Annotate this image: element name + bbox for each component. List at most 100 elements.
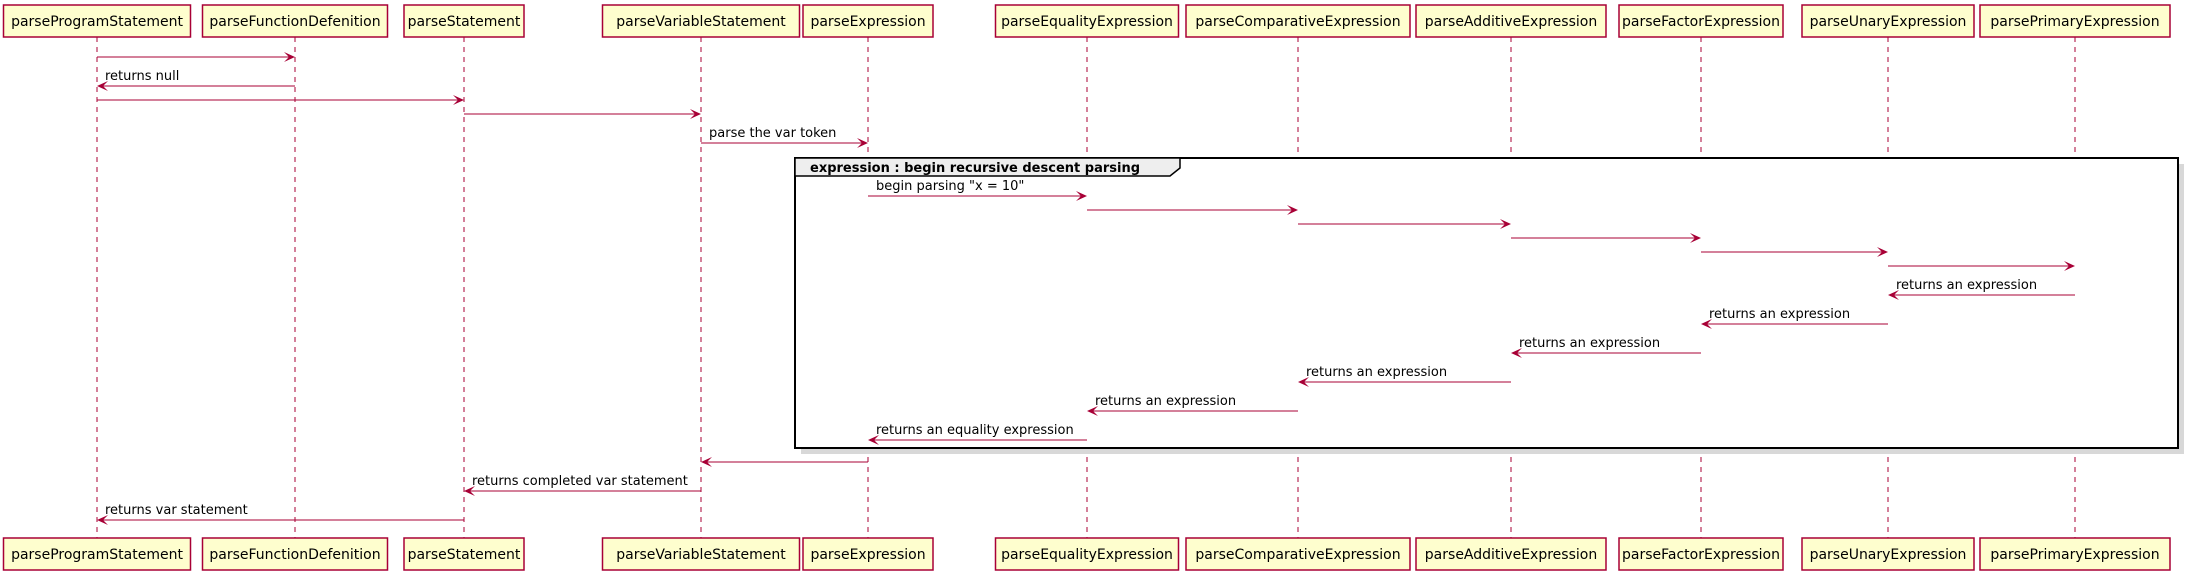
participant-top-parseComparativeExpression: parseComparativeExpression xyxy=(1185,4,1411,38)
participant-label: parseFunctionDefenition xyxy=(209,14,380,30)
message-arrow-head xyxy=(1511,348,1522,358)
participant-label: parseFunctionDefenition xyxy=(209,547,380,563)
participant-label: parseAdditiveExpression xyxy=(1425,14,1597,30)
message-label: returns an expression xyxy=(1519,336,1660,351)
message-arrow-head xyxy=(701,457,712,467)
participant-bottom-parseComparativeExpression: parseComparativeExpression xyxy=(1185,537,1411,571)
message-arrow-head xyxy=(1701,319,1712,329)
group-label-tab xyxy=(794,157,1181,177)
participant-box xyxy=(601,537,801,571)
message-7 xyxy=(1298,219,1511,229)
participant-top-parseFactorExpression: parseFactorExpression xyxy=(1618,4,1784,38)
message-4: parse the var token xyxy=(701,126,868,148)
message-arrow-head xyxy=(284,52,295,62)
participant-bottom-parsePrimaryExpression: parsePrimaryExpression xyxy=(1979,537,2171,571)
participant-box xyxy=(1801,4,1975,38)
participant-box xyxy=(2,537,192,571)
participant-label: parseEqualityExpression xyxy=(1001,547,1173,563)
message-label: returns an expression xyxy=(1709,307,1850,322)
message-arrow-head xyxy=(464,486,475,496)
participant-label: parseUnaryExpression xyxy=(1810,14,1967,30)
participant-box xyxy=(1979,4,2171,38)
message-8 xyxy=(1511,233,1701,243)
message-13: returns an expression xyxy=(1511,336,1701,358)
message-arrow-head xyxy=(1076,191,1087,201)
message-2 xyxy=(97,95,464,105)
participant-label: parseExpression xyxy=(810,547,925,563)
participant-box xyxy=(994,537,1180,571)
participant-box xyxy=(201,537,389,571)
message-1: returns null xyxy=(97,69,295,91)
participant-box xyxy=(1979,537,2171,571)
participant-top-parseUnaryExpression: parseUnaryExpression xyxy=(1801,4,1975,38)
participant-bottom-parseFactorExpression: parseFactorExpression xyxy=(1618,537,1784,571)
message-label: returns an expression xyxy=(1896,278,2037,293)
participant-box xyxy=(201,4,389,38)
participant-label: parseAdditiveExpression xyxy=(1425,547,1597,563)
group-label: expression : begin recursive descent par… xyxy=(810,161,1140,176)
message-arrow-head xyxy=(690,109,701,119)
participant-box xyxy=(403,537,525,571)
message-17 xyxy=(701,457,868,467)
participant-top-parsePrimaryExpression: parsePrimaryExpression xyxy=(1979,4,2171,38)
message-label: returns null xyxy=(105,69,179,84)
message-arrow-head xyxy=(857,138,868,148)
message-9 xyxy=(1701,247,1888,257)
participant-label: parseEqualityExpression xyxy=(1001,14,1173,30)
participant-top-parseProgramStatement: parseProgramStatement xyxy=(2,4,192,38)
message-14: returns an expression xyxy=(1298,365,1511,387)
participant-label: parseProgramStatement xyxy=(11,547,183,563)
participant-box xyxy=(1618,537,1784,571)
message-15: returns an expression xyxy=(1087,394,1298,416)
message-label: returns an expression xyxy=(1306,365,1447,380)
participant-box xyxy=(1618,4,1784,38)
message-18: returns completed var statement xyxy=(464,474,701,496)
message-arrow-head xyxy=(2064,261,2075,271)
participant-top-parseFunctionDefenition: parseFunctionDefenition xyxy=(201,4,389,38)
participant-box xyxy=(1185,537,1411,571)
message-arrow-head xyxy=(1298,377,1309,387)
participant-box xyxy=(1801,537,1975,571)
participant-label: parsePrimaryExpression xyxy=(1990,547,2159,563)
message-arrow-head xyxy=(97,515,108,525)
participant-label: parseFactorExpression xyxy=(1622,547,1780,563)
message-label: returns completed var statement xyxy=(472,474,688,489)
participant-top-parseExpression: parseExpression xyxy=(802,4,934,38)
message-0 xyxy=(97,52,295,62)
message-11: returns an expression xyxy=(1888,278,2075,300)
participant-box xyxy=(2,4,192,38)
message-label: begin parsing "x = 10" xyxy=(876,179,1024,194)
participant-box xyxy=(802,537,934,571)
message-3 xyxy=(464,109,701,119)
participant-top-parseStatement: parseStatement xyxy=(403,4,525,38)
participant-label: parseVariableStatement xyxy=(616,547,786,563)
participant-label: parseUnaryExpression xyxy=(1810,547,1967,563)
participant-box xyxy=(994,4,1180,38)
participant-box xyxy=(403,4,525,38)
participant-label: parseComparativeExpression xyxy=(1195,547,1400,563)
participant-top-parseEqualityExpression: parseEqualityExpression xyxy=(994,4,1180,38)
message-arrow-head xyxy=(1690,233,1701,243)
participant-label: parseProgramStatement xyxy=(11,14,183,30)
participant-bottom-parseFunctionDefenition: parseFunctionDefenition xyxy=(201,537,389,571)
participant-top-parseAdditiveExpression: parseAdditiveExpression xyxy=(1415,4,1607,38)
participant-label: parseExpression xyxy=(810,14,925,30)
participant-top-parseVariableStatement: parseVariableStatement xyxy=(601,4,801,38)
participant-label: parseVariableStatement xyxy=(616,14,786,30)
message-12: returns an expression xyxy=(1701,307,1888,329)
message-label: returns an expression xyxy=(1095,394,1236,409)
message-arrow-head xyxy=(1500,219,1511,229)
participant-bottom-parseVariableStatement: parseVariableStatement xyxy=(601,537,801,571)
group-frame-background xyxy=(795,158,2178,448)
message-arrow-head xyxy=(1888,290,1899,300)
message-19: returns var statement xyxy=(97,503,464,525)
message-arrow-head xyxy=(97,81,108,91)
message-arrow-head xyxy=(1287,205,1298,215)
participant-label: parseFactorExpression xyxy=(1622,14,1780,30)
participant-label: parseStatement xyxy=(408,14,521,30)
participant-box xyxy=(1415,537,1607,571)
participant-box xyxy=(601,4,801,38)
participant-bottom-parseStatement: parseStatement xyxy=(403,537,525,571)
message-label: returns var statement xyxy=(105,503,248,518)
